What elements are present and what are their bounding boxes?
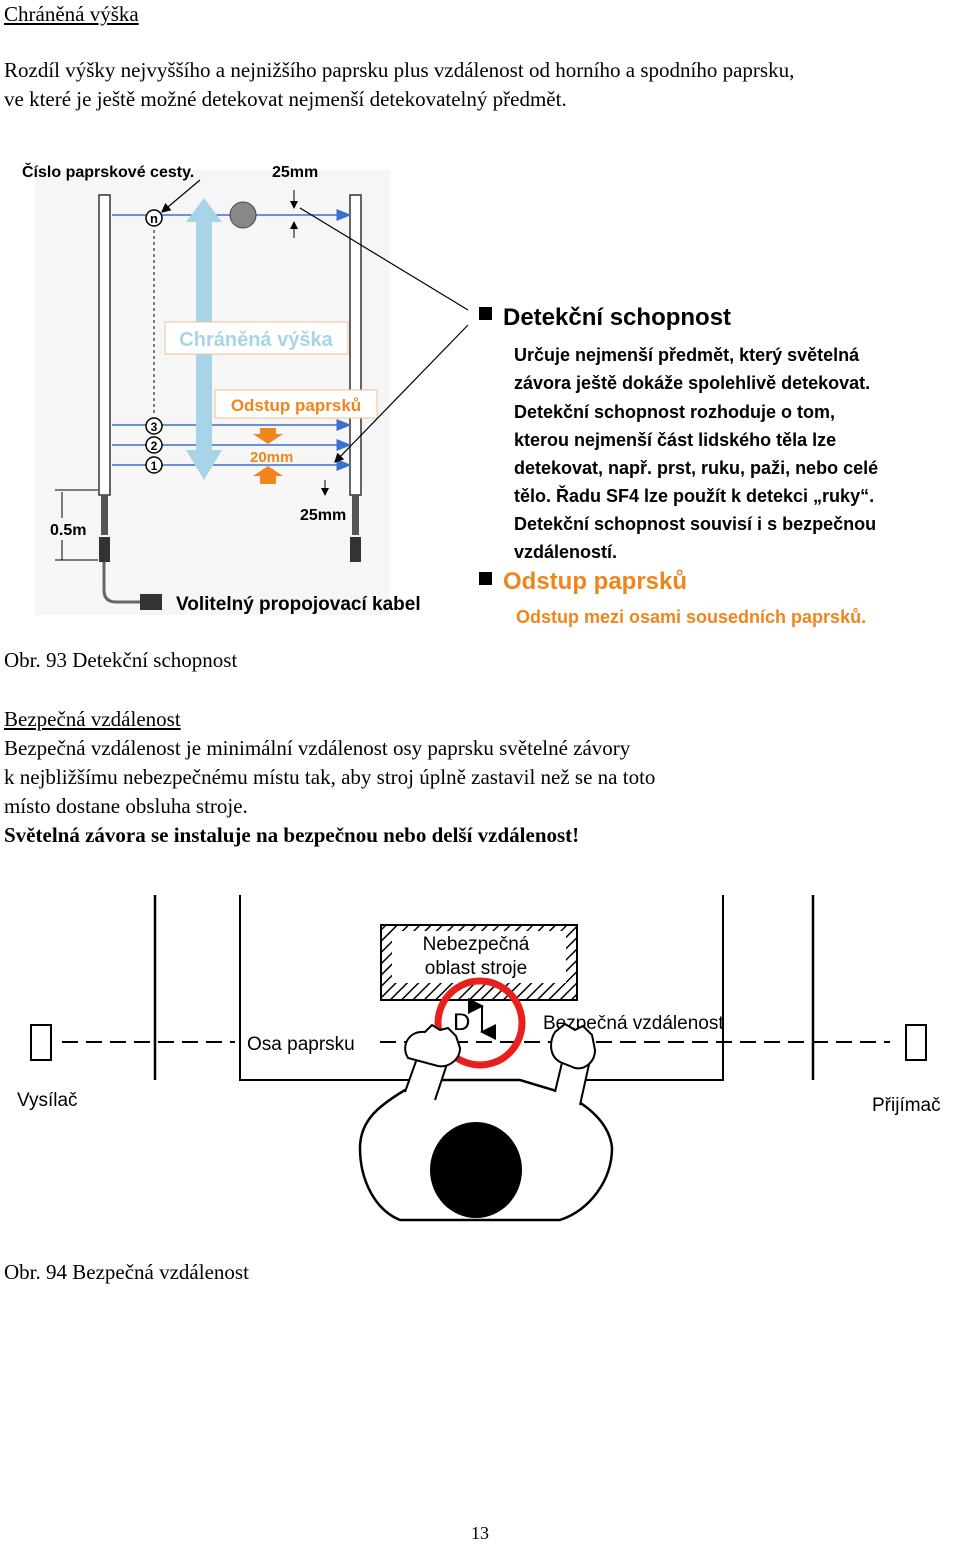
beam-number-2-text: 2 [151,439,158,453]
path-number-label: Číslo paprskové cesty. [22,162,194,181]
bullet-square [479,307,492,320]
machine-wall-right [560,895,724,1081]
safe-distance-highlight [434,977,526,1069]
operator-figure [358,1022,614,1222]
detected-object [229,201,257,229]
cable-plug [140,594,162,610]
danger-zone-label: Nebezpečná [423,934,530,955]
beam-axis-label: Osa paprsku [247,1034,355,1055]
beam-number-2 [145,436,163,454]
danger-zone-label: oblast stroje [425,958,527,979]
detection-text-line: závora ještě dokáže spolehlivě detekovat… [514,373,870,393]
detection-text-line: Detekční schopnost rozhoduje o tom, [514,402,835,422]
beam-number-1-text: 1 [151,459,158,473]
beam-number-n-text: n [150,211,158,226]
cable [102,562,140,604]
beam-number-n [145,209,163,227]
beam-pitch-text: Odstup mezi osami sousedních paprsků. [516,607,866,627]
paragraph-line: Bezpečná vzdálenost je minimální vzdálen… [4,736,631,760]
cable-label: Volitelný propojovací kabel [176,594,421,615]
paragraph-line: ve které je ještě možné detekovat nejmen… [4,87,567,111]
detection-heading: Detekční schopnost [503,304,731,331]
beam-pitch-label: Odstup paprsků [231,396,361,415]
emitter-plug [99,537,110,562]
machine-wall-left [239,895,415,1081]
detection-text-line: Detekční schopnost souvisí i s bezpečnou [514,514,876,534]
beam-pitch-box [214,389,378,419]
beam-number-1 [145,456,163,474]
figure-caption: Obr. 94 Bezpečná vzdálenost [4,1260,249,1284]
bottom-offset-label: 25mm [300,507,346,524]
figure-caption: Obr. 93 Detekční schopnost [4,648,238,672]
danger-zone-label-bg [392,931,566,983]
receiver-label: Přijímač [872,1095,941,1116]
receiver-connector [352,495,359,535]
safe-distance-figure: Nebezpečná oblast stroje Osa paprsku Vys… [17,895,941,1222]
paragraph-line: k nejbližšímu nebezpečnému místu tak, ab… [4,765,656,789]
detection-text-line: tělo. Řadu SF4 lze použít k detekci „ruk… [514,485,874,506]
cable-length-label: 0.5m [50,522,86,539]
paragraph-line: místo dostane obsluha stroje. [4,794,248,818]
beam-number-3-text: 3 [151,420,158,434]
pitch-value-label: 20mm [250,449,293,466]
section-heading-protected-height: Chráněná výška [4,2,139,26]
detection-text-line: Určuje nejmenší předmět, který světelná [514,345,860,365]
detection-text-line: detekovat, např. prst, ruku, paži, nebo … [514,458,878,478]
receiver-device [905,1024,927,1061]
bullet-square [479,572,492,585]
protected-height-box [164,321,349,355]
protected-height-label: Chráněná výška [179,329,333,351]
detection-text-line: kterou nejmenší část lidského těla lze [514,430,836,450]
emitter-connector [101,495,108,535]
page-number: 13 [471,1523,489,1543]
pointer-line [161,179,201,213]
detection-text-line: vzdáleností. [514,542,617,562]
paragraph-line: Rozdíl výšky nejvyššího a nejnižšího pap… [4,58,795,82]
connector-line [299,207,469,311]
pitch-arrow-down [253,428,283,444]
emitter-label: Vysílač [17,1090,78,1111]
connector-line [334,324,469,463]
top-offset-label: 25mm [272,164,318,181]
detection-capability-figure: Číslo paprskové cesty. 25mm n 3 2 1 Chrá… [22,162,878,627]
bold-statement: Světelná závora se instaluje na bezpečno… [4,823,580,847]
pitch-arrow-up [253,466,283,484]
emitter-device [30,1024,52,1061]
section-heading-safe-distance: Bezpečná vzdálenost [4,707,181,731]
safe-distance-label: Bezpečná vzdálenost [543,1013,724,1034]
receiver-plug [350,537,361,562]
distance-symbol: D [453,1009,470,1036]
beam-pitch-heading: Odstup paprsků [503,568,687,595]
emitter-post [98,194,111,496]
beam-number-3 [145,417,163,435]
